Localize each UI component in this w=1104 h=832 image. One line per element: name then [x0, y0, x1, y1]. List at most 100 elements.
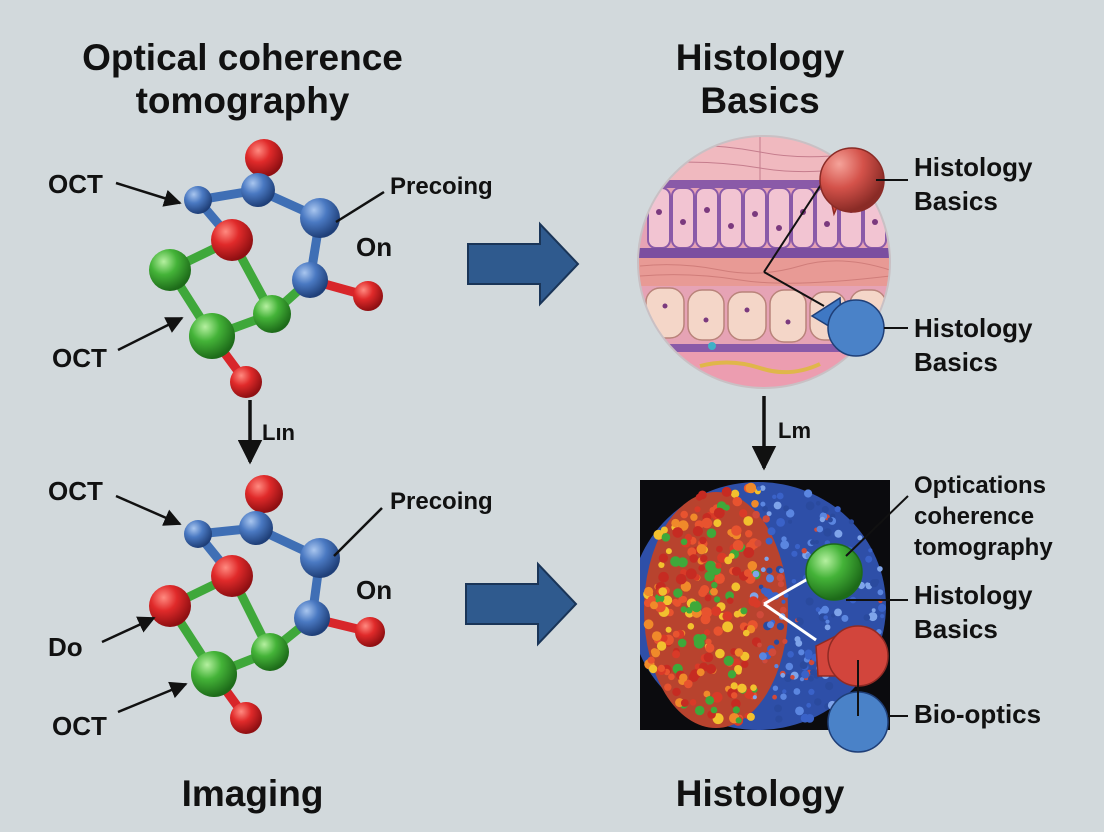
- callout-label-optications: Optications coherence tomography: [914, 472, 1053, 561]
- cluster-dot: [790, 675, 795, 680]
- atom-blue: [184, 520, 212, 548]
- cluster-dot: [805, 597, 814, 606]
- cluster-dot: [672, 650, 681, 659]
- cluster-dot: [772, 694, 777, 700]
- cluster-dot: [752, 510, 760, 519]
- atom-red: [245, 475, 283, 513]
- cluster-dot: [868, 548, 873, 553]
- cluster-dot: [658, 571, 669, 583]
- cluster-dot: [745, 482, 757, 494]
- molecule-bottom: OCT Do OCT Precoing On: [48, 475, 493, 741]
- cluster-dot: [780, 672, 786, 678]
- cluster-dot: [819, 516, 826, 523]
- down-arrow-left: Lın: [237, 400, 295, 465]
- cluster-dot: [647, 656, 655, 664]
- cluster-dot: [784, 674, 792, 683]
- cluster-dot: [766, 511, 772, 517]
- cluster-dot: [865, 555, 873, 563]
- cluster-dot: [644, 586, 654, 597]
- cluster-dot: [747, 561, 758, 571]
- atom-red: [211, 555, 253, 597]
- right-arrow-bottom: [465, 561, 578, 647]
- cluster-dot: [700, 614, 711, 625]
- cluster-dot: [805, 501, 815, 511]
- cluster-dot: [677, 638, 687, 648]
- title-optical-coherence-tomography: Optical coherence tomography: [40, 36, 445, 122]
- cluster-dot: [673, 588, 683, 598]
- title-histology: Histology: [675, 773, 845, 814]
- cluster-dot: [710, 587, 718, 596]
- cluster-dot: [795, 706, 804, 716]
- cluster-dot: [871, 608, 876, 613]
- cluster-dot: [672, 630, 680, 638]
- cluster-dot: [715, 648, 725, 659]
- cluster-dot: [732, 540, 744, 551]
- cluster-dot: [743, 629, 750, 637]
- cluster-dot: [791, 550, 798, 557]
- cluster-dot: [877, 589, 884, 596]
- cluster-dot: [705, 643, 715, 653]
- cluster-dot: [764, 556, 769, 561]
- cluster-dot: [766, 574, 772, 580]
- cluster-dot: [762, 506, 768, 512]
- cluster-dot: [766, 567, 773, 574]
- cluster-dot: [680, 596, 688, 603]
- atom-blue: [184, 186, 212, 214]
- cluster-dot: [661, 533, 671, 542]
- cluster-dot: [786, 509, 795, 518]
- cluster-dot: [815, 607, 821, 612]
- cluster-dot: [800, 713, 810, 723]
- cluster-dot: [704, 629, 711, 636]
- label-do: Do: [48, 632, 83, 662]
- cluster-dot: [757, 642, 762, 648]
- cluster-dot: [760, 587, 768, 595]
- cluster-dot: [776, 518, 785, 527]
- label-lin: Lın: [262, 420, 295, 445]
- cluster-dot: [831, 613, 836, 618]
- atom-red: [149, 585, 191, 627]
- cluster-dot: [780, 540, 790, 550]
- cluster-dot: [806, 702, 812, 708]
- cluster-dot: [758, 584, 764, 590]
- cluster-dot: [730, 682, 738, 690]
- label-on: On: [356, 232, 392, 262]
- title-line: Optical coherence: [82, 37, 403, 78]
- cluster-dot: [672, 687, 681, 697]
- cluster-dot: [668, 673, 675, 681]
- cluster-dot: [752, 570, 760, 578]
- cluster-dot: [735, 717, 742, 724]
- cluster-dot: [692, 526, 704, 537]
- callout-line: Histology: [914, 152, 1033, 182]
- cluster-dot: [686, 607, 693, 614]
- cluster-dot: [679, 673, 688, 682]
- cluster-dot: [680, 538, 688, 546]
- cluster-dot: [787, 651, 794, 658]
- atom-red: [353, 281, 383, 311]
- cluster-dot: [781, 536, 787, 542]
- cluster-dot: [823, 615, 828, 620]
- cluster-dot: [863, 614, 871, 621]
- cluster-dot: [868, 612, 878, 622]
- cluster-dot: [741, 660, 749, 668]
- cluster-dot: [713, 507, 725, 519]
- cluster-dot: [801, 670, 810, 679]
- cluster-dot: [794, 543, 801, 550]
- cluster-dot: [730, 489, 740, 498]
- cluster-dot: [658, 561, 665, 569]
- callout-label-bio-optics: Bio-optics: [914, 699, 1041, 729]
- atom-blue: [241, 173, 275, 207]
- cluster-dot: [723, 655, 734, 666]
- callout-marker-green: [805, 543, 863, 601]
- cluster-dot: [777, 581, 785, 588]
- cluster-dot: [650, 648, 658, 656]
- cluster-dot: [657, 664, 666, 673]
- label-on: On: [356, 575, 392, 605]
- cluster-dot: [716, 545, 723, 553]
- cluster-dot: [695, 493, 703, 501]
- cluster-dot: [648, 664, 658, 674]
- cluster-dot: [731, 566, 742, 576]
- cluster-dot: [776, 492, 784, 500]
- atom-green: [251, 633, 289, 671]
